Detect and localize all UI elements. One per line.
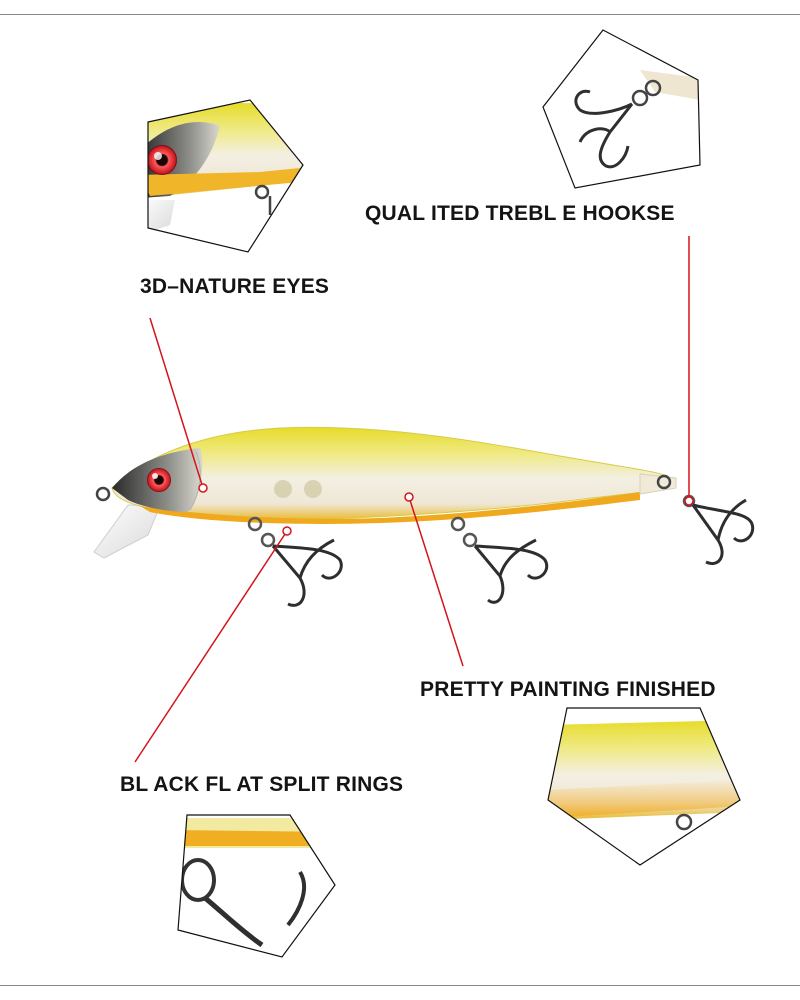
front-treble-hook	[247, 516, 343, 607]
leader-painting	[404, 492, 464, 667]
rear-treble-hook	[682, 494, 755, 565]
eyes-detail-inset	[147, 99, 304, 253]
leader-rings	[134, 526, 292, 763]
middle-treble-hook	[450, 516, 549, 604]
bottom-divider	[0, 985, 800, 986]
lure-illustration	[93, 426, 677, 559]
leader-hooks	[684, 236, 694, 506]
rings-callout-label: BL ACK FL AT SPLIT RINGS	[120, 773, 404, 796]
rings-detail-inset	[177, 814, 336, 958]
painting-detail-inset	[547, 707, 741, 866]
leader-eyes	[149, 317, 208, 493]
top-divider	[0, 14, 800, 15]
hooks-callout-label: QUAL ITED TREBL E HOOKSE	[365, 202, 675, 225]
eyes-callout-label: 3D–NATURE EYES	[140, 275, 330, 298]
painting-callout-label: PRETTY PAINTING FINISHED	[420, 678, 716, 701]
hooks-detail-inset	[542, 29, 701, 189]
